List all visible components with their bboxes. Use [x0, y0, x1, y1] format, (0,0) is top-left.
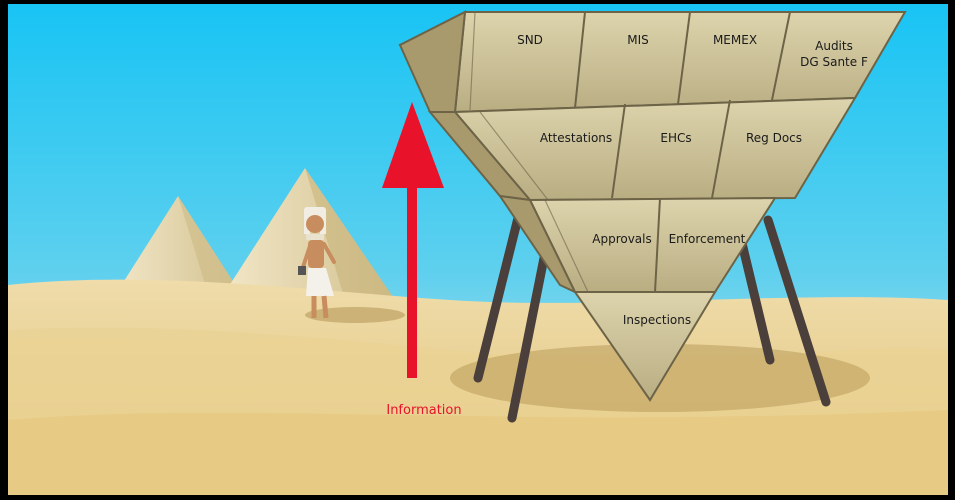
- tier-bottom: [573, 291, 717, 402]
- pyramid-labels: SND MIS MEMEX Audits DG Sante F Attestat…: [517, 33, 868, 327]
- label-mis: MIS: [627, 33, 649, 47]
- label-enforcement: Enforcement: [669, 232, 746, 246]
- label-memex: MEMEX: [713, 33, 757, 47]
- label-attestations: Attestations: [540, 131, 612, 145]
- label-ehcs: EHCs: [660, 131, 691, 145]
- figure-shadow: [305, 307, 405, 323]
- label-reg-docs: Reg Docs: [746, 131, 802, 145]
- label-audits: Audits: [815, 39, 853, 53]
- information-label: Information: [386, 403, 461, 418]
- label-snd: SND: [517, 33, 543, 47]
- information-arrow: [382, 102, 444, 378]
- label-inspections: Inspections: [623, 313, 691, 327]
- inverted-pyramid: [398, 10, 907, 402]
- egyptian-figure: [298, 207, 336, 319]
- label-dg-sante-f: DG Sante F: [800, 55, 868, 69]
- label-approvals: Approvals: [592, 232, 652, 246]
